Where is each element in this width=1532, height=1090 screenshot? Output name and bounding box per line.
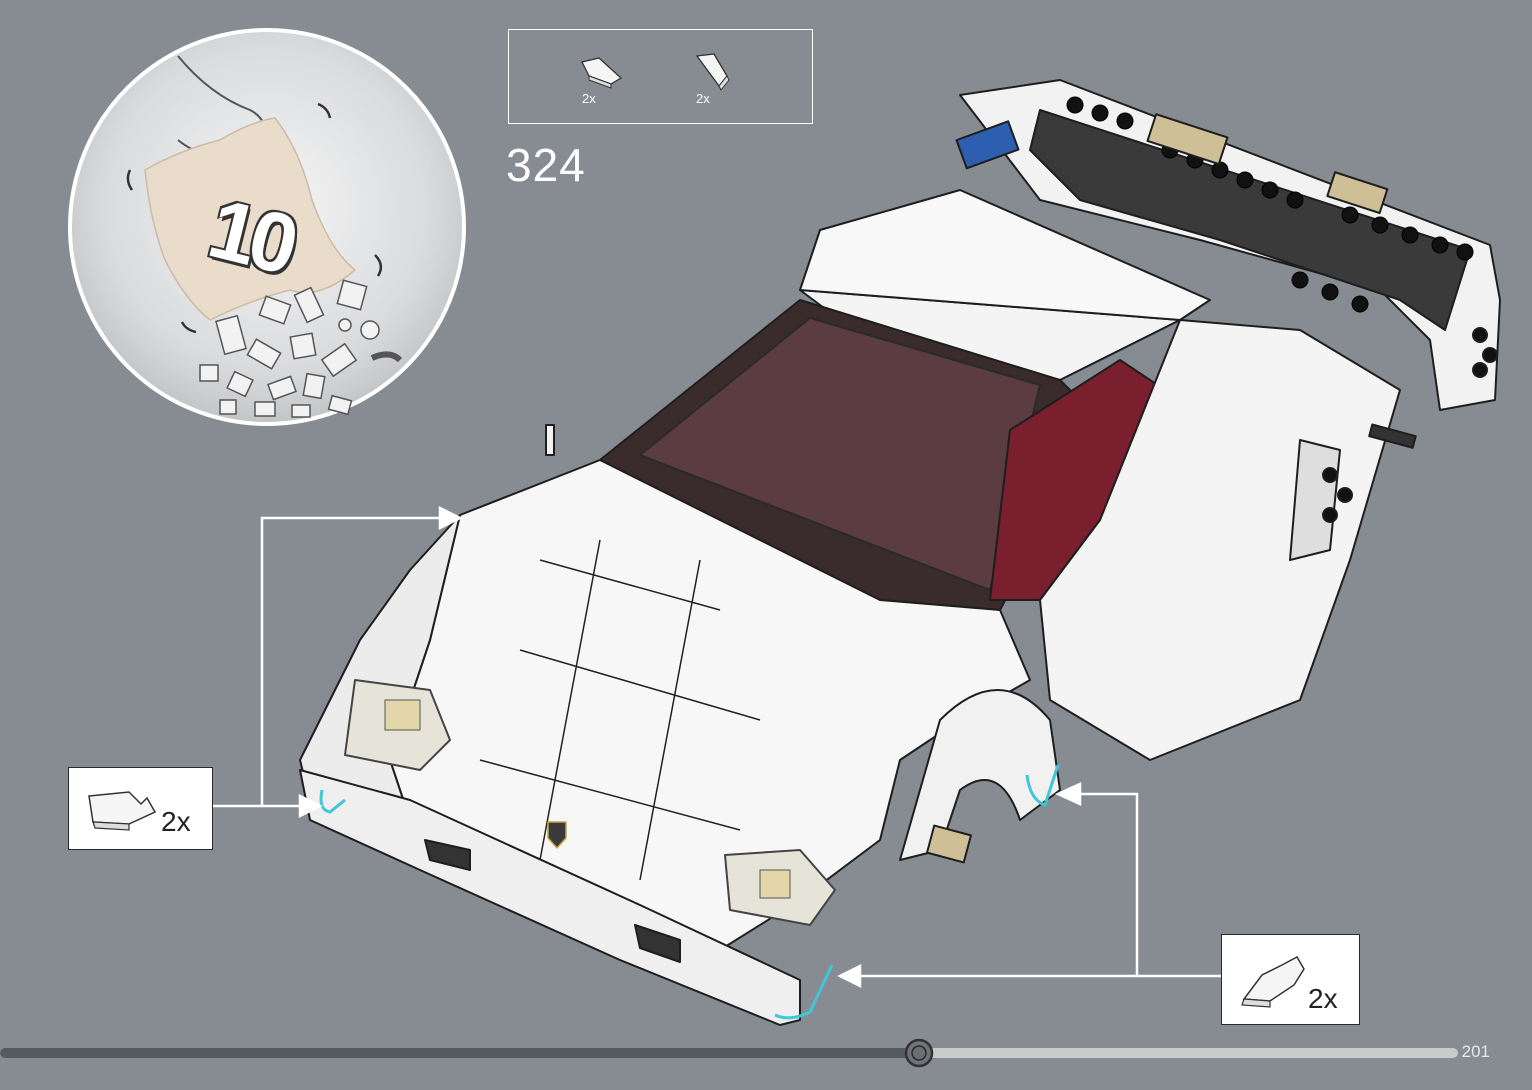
curved-slope-brick-left-icon	[69, 768, 214, 851]
parts-qty-1: 2x	[582, 91, 596, 106]
parts-list-box: 2x 2x	[508, 29, 813, 124]
parts-qty-2: 2x	[696, 91, 710, 106]
progress-bar	[0, 1040, 1458, 1066]
callout-qty-right: 2x	[1308, 983, 1338, 1015]
wedge-plate-left-icon	[582, 58, 621, 88]
callout-box-right: 2x	[1221, 934, 1360, 1025]
callout-qty-left: 2x	[161, 806, 191, 838]
callout-box-left: 2x	[68, 767, 213, 850]
page-number: 201	[1462, 1042, 1490, 1062]
car-model	[300, 80, 1500, 1025]
wedge-plate-right-icon	[697, 54, 729, 90]
step-number: 324	[506, 138, 586, 192]
curved-slope-brick-right-icon	[1222, 935, 1361, 1026]
parts-list-art	[509, 30, 814, 125]
